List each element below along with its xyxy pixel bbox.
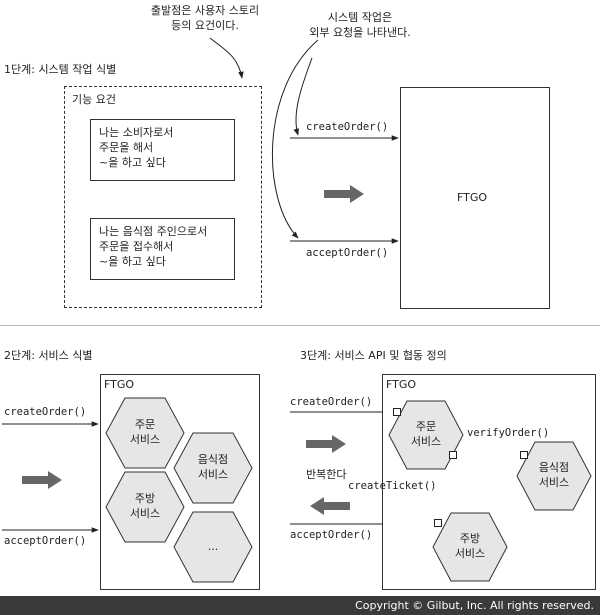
- step1-title: 1단계: 시스템 작업 식별: [4, 63, 117, 76]
- step2-create-order-label: createOrder(): [4, 406, 87, 418]
- step1-create-order-label: createOrder(): [306, 121, 389, 133]
- order-api-port: [393, 408, 401, 416]
- step2-order-service: 주문 서비스: [105, 397, 185, 469]
- requirements-label: 기능 요건: [72, 93, 116, 106]
- system-op-pointer: [271, 39, 319, 239]
- hexagon-shape: [516, 441, 592, 511]
- step3-ftgo-label: FTGO: [386, 378, 417, 391]
- hexagon-shape: [432, 512, 508, 582]
- functional-requirements-box: [64, 86, 262, 308]
- step2-gray-arrow: [22, 471, 62, 489]
- start-note-pointer: [209, 37, 244, 79]
- copyright-footer: Copyright © Gilbut, Inc. All rights rese…: [0, 596, 600, 615]
- restaurant-api-port: [520, 451, 528, 459]
- section-divider: [0, 325, 600, 326]
- user-story-consumer: 나는 소비자로서 주문을 해서 ~을 하고 싶다: [90, 119, 235, 181]
- step1-accept-order-label: acceptOrder(): [306, 247, 389, 259]
- step3-restaurant-service: 음식점 서비스: [516, 441, 592, 511]
- hexagon-shape: [173, 432, 253, 504]
- verify-order-label: verifyOrder(): [467, 427, 550, 439]
- step2-accept-order-label: acceptOrder(): [4, 535, 87, 547]
- step2-kitchen-service: 주방 서비스: [105, 471, 185, 543]
- hexagon-shape: [388, 400, 464, 470]
- step2-restaurant-service: 음식점 서비스: [173, 432, 253, 504]
- order-outbound-port: [449, 451, 457, 459]
- step3-title: 3단계: 서비스 API 및 협동 정의: [300, 349, 447, 362]
- step3-gray-arrow-left: [310, 497, 350, 515]
- hexagon-shape: [105, 397, 185, 469]
- step2-ftgo-label: FTGO: [104, 378, 135, 391]
- step2-title: 2단계: 서비스 식별: [4, 349, 93, 362]
- ftgo-system-label: FTGO: [457, 191, 488, 204]
- step1-gray-arrow: [324, 185, 364, 203]
- kitchen-api-port: [434, 519, 442, 527]
- ftgo-system-box: [400, 87, 550, 309]
- create-ticket-label: createTicket(): [348, 480, 437, 492]
- step2-more-services: ...: [173, 511, 253, 583]
- step3-order-service: 주문 서비스: [388, 400, 464, 470]
- hexagon-shape: [173, 511, 253, 583]
- hexagon-shape: [105, 471, 185, 543]
- user-story-restaurant: 나는 음식점 주인으로서 주문을 접수해서 ~을 하고 싶다: [90, 218, 235, 280]
- step3-gray-arrow-right: [306, 435, 346, 453]
- start-note: 출발점은 사용자 스토리 등의 요건이다.: [150, 4, 260, 32]
- step3-create-order-label: createOrder(): [290, 396, 373, 408]
- step3-kitchen-service: 주방 서비스: [432, 512, 508, 582]
- repeat-label: 반복한다: [306, 468, 347, 481]
- system-op-note: 시스템 작업은 외부 요청을 나타낸다.: [309, 11, 411, 39]
- system-op-pointer-2: [293, 57, 313, 136]
- step3-accept-order-label: acceptOrder(): [290, 529, 373, 541]
